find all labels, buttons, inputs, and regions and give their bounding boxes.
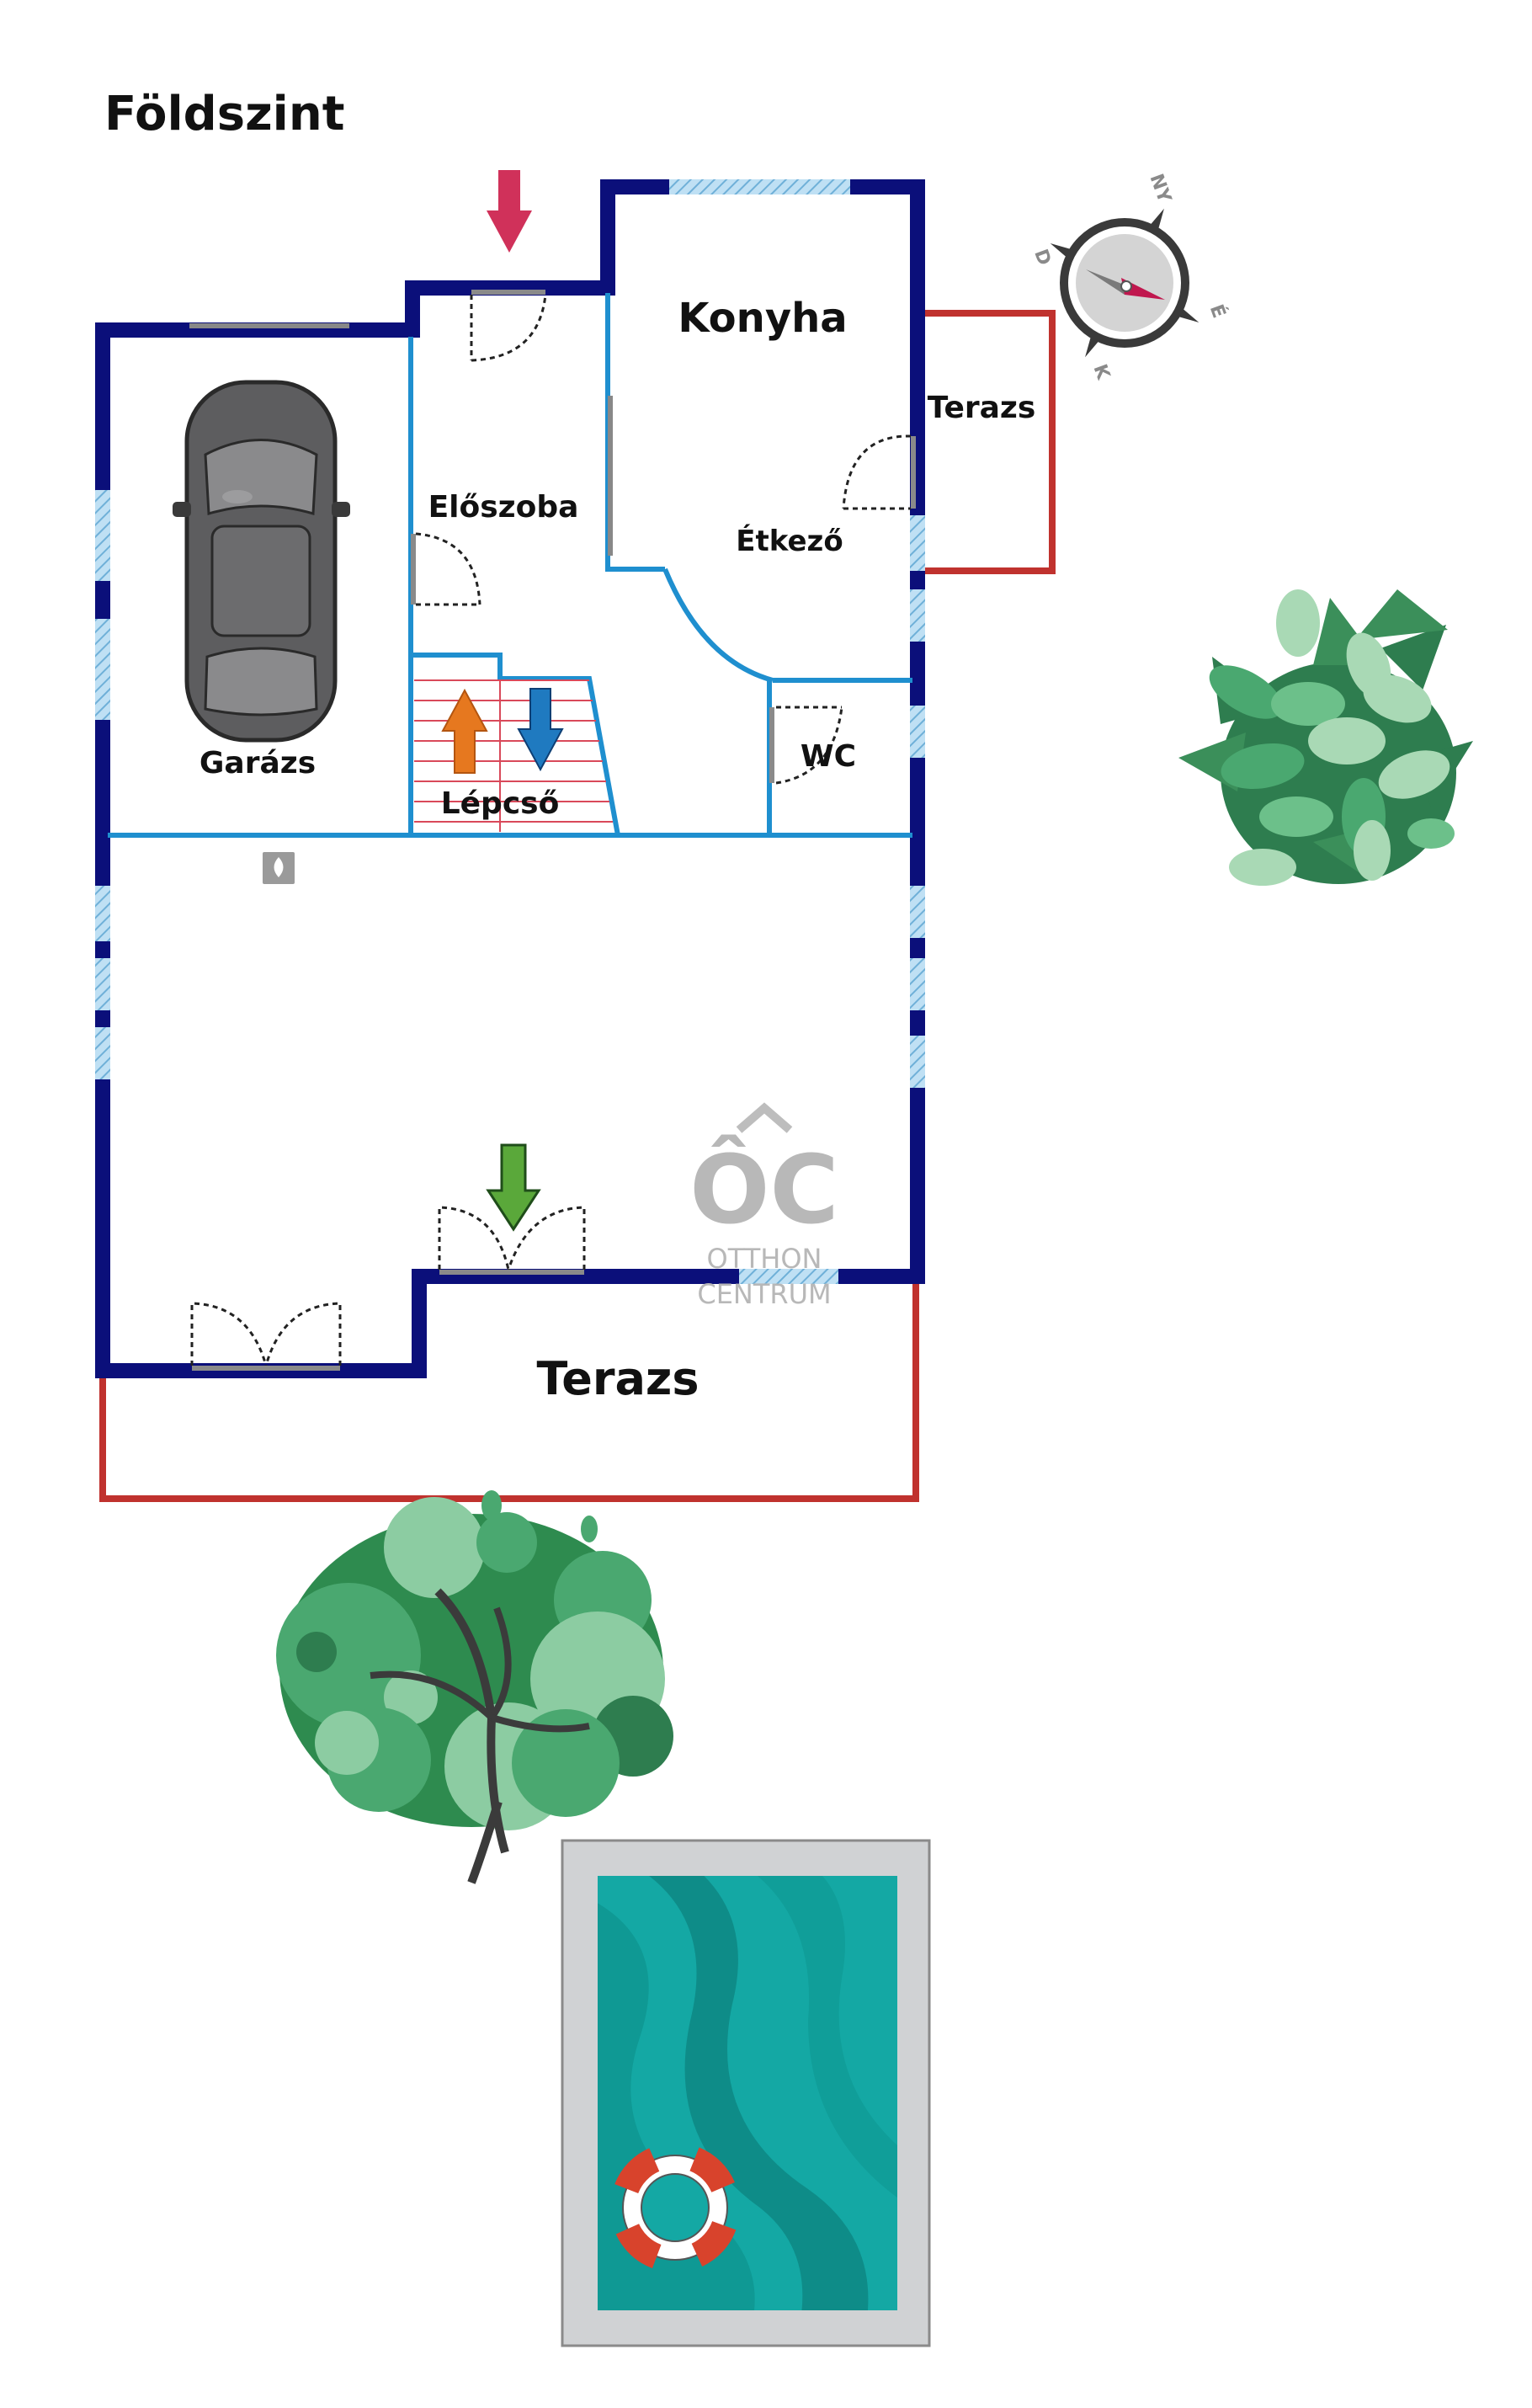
- stairs-up-arrow: [441, 688, 488, 774]
- plant-icon: [1178, 589, 1473, 886]
- stairs-down-arrow: [517, 688, 564, 772]
- svg-text:CENTRUM: CENTRUM: [697, 1278, 831, 1310]
- car-icon: [173, 380, 350, 743]
- svg-text:OTTHON: OTTHON: [707, 1243, 822, 1275]
- garden-arrow: [486, 1143, 541, 1232]
- label-terrace-side: Terazs: [928, 391, 1036, 425]
- fireplace-icon: [263, 852, 295, 884]
- lifebuoy-icon: [610, 2143, 740, 2272]
- brand-logo: ÔC OTTHON CENTRUM: [689, 1102, 839, 1310]
- pool-icon: [561, 1839, 931, 2347]
- compass-icon: NY É K D: [1029, 171, 1231, 383]
- windows: [95, 179, 925, 1284]
- door-frames: [192, 290, 916, 1371]
- label-garage: Garázs: [199, 746, 316, 780]
- doors: [190, 294, 912, 1366]
- terrace-side-outline: [916, 310, 1056, 574]
- floor-title: Földszint: [104, 87, 345, 141]
- compass-west: D: [1029, 247, 1055, 269]
- staircase: [414, 679, 613, 832]
- terrace-main-outline: [99, 1280, 919, 1502]
- compass-north: NY: [1145, 171, 1175, 206]
- svg-text:ÔC: ÔC: [689, 1135, 838, 1245]
- label-terrace-main: Terazs: [537, 1352, 700, 1405]
- compass-south: K: [1088, 361, 1114, 382]
- label-kitchen: Konyha: [678, 295, 847, 342]
- label-wc: WC: [801, 739, 856, 774]
- compass-east: É: [1205, 301, 1231, 321]
- label-dining: Étkező: [736, 524, 843, 558]
- tree-icon: [276, 1490, 673, 1884]
- label-stairs: Lépcső: [441, 786, 560, 821]
- entrance-arrow: [487, 170, 532, 253]
- label-hall: Előszoba: [428, 490, 579, 525]
